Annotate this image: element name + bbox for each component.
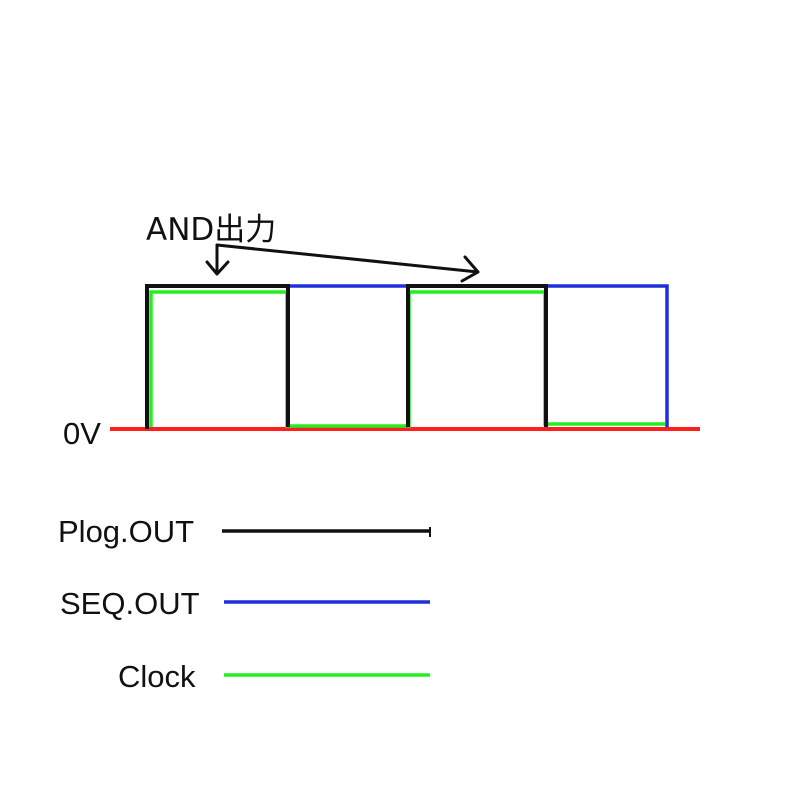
annotation-arrow-right (215, 243, 480, 283)
legend-item-seq-out: SEQ.OUT (60, 586, 430, 621)
plog-out-pulse-2 (406, 284, 548, 427)
legend-item-plog-out: Plog.OUT (58, 514, 431, 549)
legend-item-clock: Clock (118, 659, 430, 694)
plog-out-pulse-1 (145, 284, 290, 429)
and-output-annotation: AND出力 (146, 212, 276, 248)
zero-volt-label: 0V (63, 416, 101, 451)
legend-label-seq-out: SEQ.OUT (60, 586, 200, 621)
legend-label-plog-out: Plog.OUT (58, 514, 194, 549)
legend: Plog.OUT SEQ.OUT Clock (58, 514, 431, 694)
annotation-arrow-down (205, 243, 230, 276)
legend-label-clock: Clock (118, 659, 196, 694)
